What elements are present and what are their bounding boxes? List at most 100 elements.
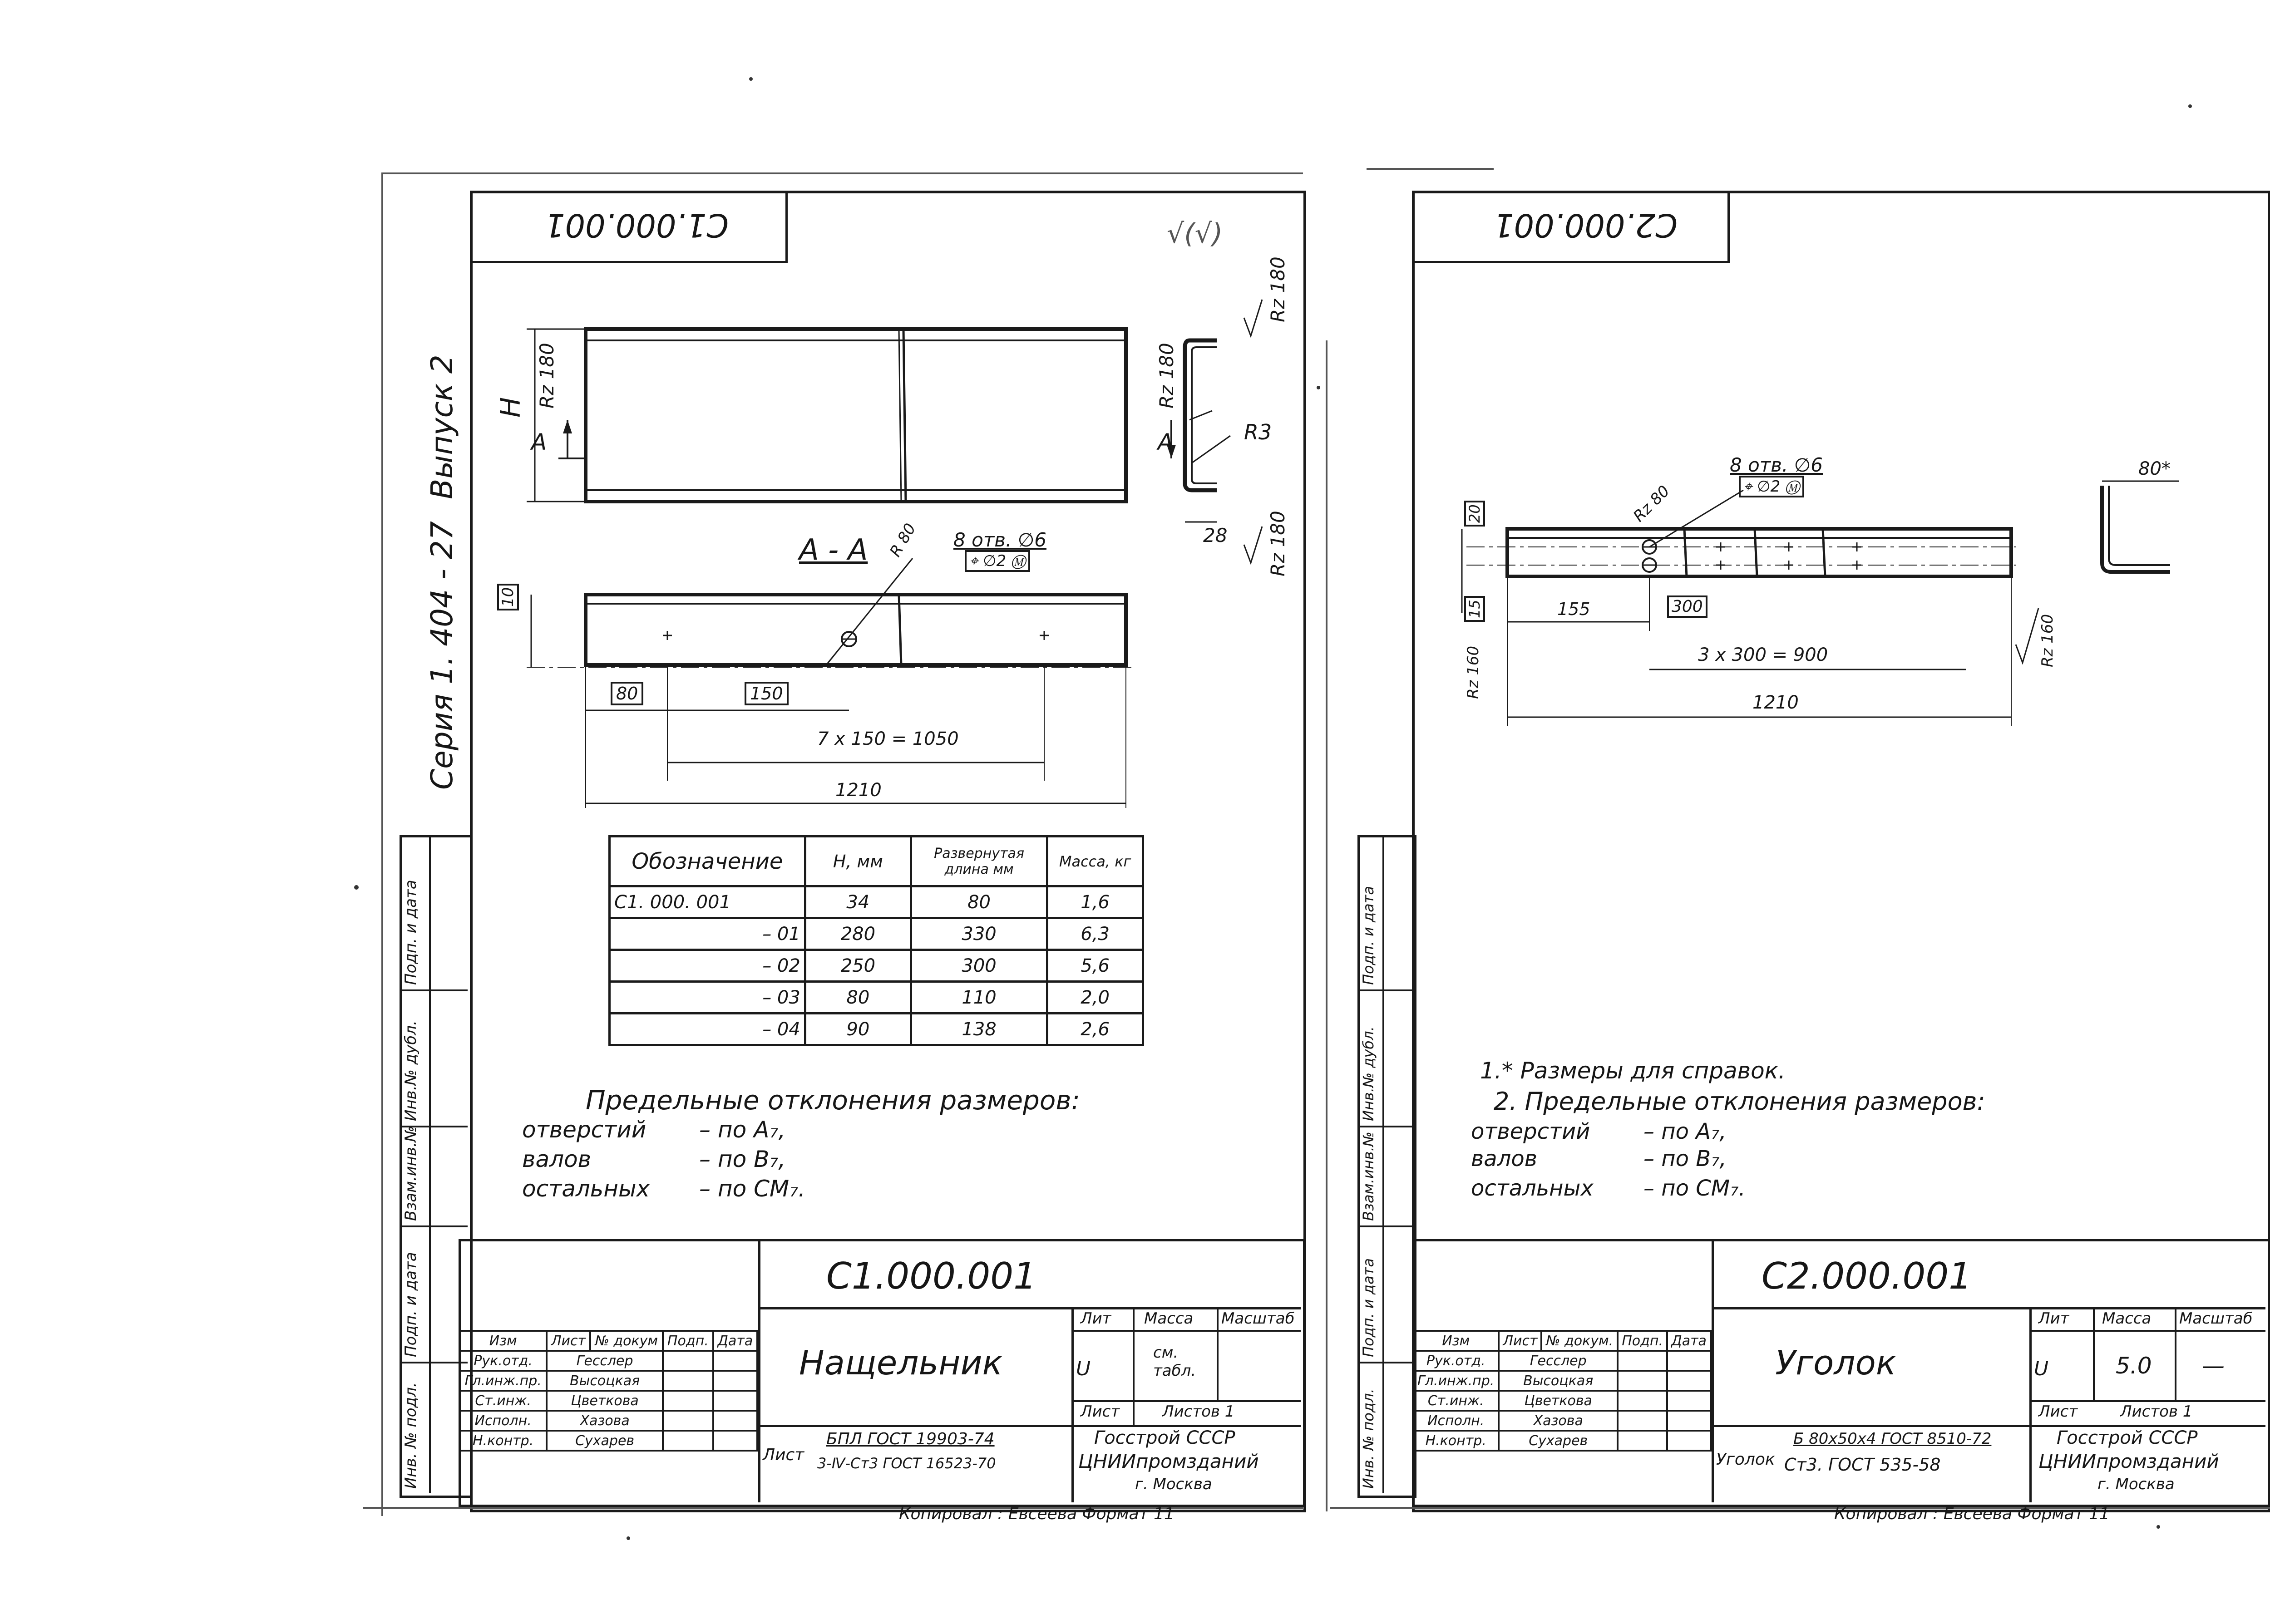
cell: – 03	[608, 980, 806, 1014]
tb2-lit-val: U	[2034, 1357, 2049, 1380]
cell: Дата	[1666, 1330, 1712, 1352]
table-row: Ст.инж.Цветкова	[458, 1390, 759, 1412]
strip-h	[400, 1362, 468, 1363]
tb-lit: Лит	[1081, 1309, 1111, 1328]
dim-rz-top: Rz 180	[536, 343, 558, 408]
tb-code: С1.000.001	[826, 1255, 1037, 1297]
cell: С1. 000. 001	[608, 885, 806, 919]
cell: Хазова	[546, 1410, 664, 1432]
note-key-2: валов	[522, 1146, 592, 1172]
dim-rz-top-right: Rz 180	[1267, 256, 1289, 322]
table-row: Гл.инж.пр.Высоцкая	[458, 1370, 759, 1392]
table-row: – 03 80 110 2,0	[608, 980, 1144, 1014]
tb-line	[1712, 1425, 2265, 1427]
dim-7x150: 7 x 150 = 1050	[817, 728, 959, 749]
tb2-code: С2.000.001	[1762, 1255, 1972, 1297]
tb-sheets: Листов 1	[1162, 1403, 1235, 1421]
tb2-mass-val: 5.0	[2116, 1353, 2152, 1379]
table-row: Рук.отд.Гесслер	[1411, 1350, 1712, 1372]
tb-material-1: БПЛ ГОСТ 19903-74	[826, 1430, 995, 1448]
tb2-material-1: Б 80х50х4 ГОСТ 8510-72	[1793, 1430, 1992, 1448]
strip-h	[1357, 989, 1412, 991]
sheet2-stamp-box	[1412, 191, 1730, 263]
cell: 110	[909, 980, 1049, 1014]
table-row: Исполн.Хазова	[458, 1410, 759, 1432]
strip-label: Взам.инв.№	[402, 1126, 420, 1221]
sheet1-section-view	[527, 558, 1135, 808]
note-key-3: остальных	[522, 1176, 650, 1202]
note2-val-1: – по A₇,	[1643, 1119, 1727, 1144]
cell: Гл.инж.пр.	[458, 1370, 548, 1392]
sizes-table: Обозначение H, мм Развернутая длина мм М…	[608, 835, 1144, 1046]
tolerance-frame-2: ⌖ ∅2 Ⓜ	[1739, 476, 1804, 497]
cell: Лист	[546, 1330, 591, 1352]
tb-line	[2029, 1307, 2032, 1425]
cell	[661, 1370, 714, 1392]
tb-line	[1071, 1400, 1301, 1402]
th-h: H, мм	[804, 835, 912, 887]
cell: Ст.инж.	[1411, 1390, 1500, 1412]
note2-val-3: – по CM₇.	[1643, 1176, 1746, 1201]
strip-label: Инв. № подл.	[1360, 1388, 1377, 1489]
note2-val-2: – по B₇,	[1643, 1146, 1727, 1171]
cell: Исполн.	[458, 1410, 548, 1432]
trim-line-bottom	[363, 1507, 1303, 1509]
tb2-material-label: Уголок	[1716, 1450, 1775, 1469]
tb2-org-3: г. Москва	[2097, 1475, 2175, 1493]
dim-80s: 80*	[2138, 458, 2171, 479]
cell: Гесслер	[1498, 1350, 1619, 1372]
dim-t10: 10	[497, 583, 519, 610]
roughness-mark: √(√)	[1167, 218, 1223, 250]
scan-speck	[749, 77, 753, 81]
scan-speck	[2188, 104, 2192, 108]
tb2-sheet: Лист	[2038, 1403, 2078, 1421]
tb-org-1: Госстрой СССР	[1094, 1427, 1235, 1448]
dim-t20: 20	[1464, 501, 1485, 527]
cell: – 02	[608, 949, 806, 983]
holes-label-2: 8 отв. ∅6	[1730, 454, 1823, 476]
cell: – 04	[608, 1012, 806, 1046]
strip-label: Подп. и дата	[1360, 886, 1377, 985]
tb2-lit: Лит	[2038, 1309, 2069, 1328]
cell	[1617, 1350, 1668, 1372]
table-row: Рук.отд.Гесслер	[458, 1350, 759, 1372]
cell	[661, 1410, 714, 1432]
cell: 5,6	[1046, 949, 1144, 983]
sheet2-left-strip	[1357, 835, 1416, 1498]
cell: Гесслер	[546, 1350, 664, 1372]
tb-line	[758, 1425, 1301, 1427]
table-row: Н.контр.Сухарев	[1411, 1430, 1712, 1452]
cell: 300	[909, 949, 1049, 983]
dim-150: 150	[745, 682, 789, 705]
strip-h	[1357, 1362, 1412, 1363]
cell: 80	[909, 885, 1049, 919]
note2-key-1: отверстий	[1471, 1119, 1590, 1144]
cell: Изм	[458, 1330, 548, 1352]
dim-rz-bottom-2: Rz 160	[1464, 645, 1482, 699]
dim-300: 300	[1667, 595, 1707, 618]
cell: – 01	[608, 917, 806, 951]
cell: 2,0	[1046, 980, 1144, 1014]
cell: Исполн.	[1411, 1410, 1500, 1432]
note-val-2: – по B₇,	[699, 1146, 786, 1172]
tb-scale: Масштаб	[1221, 1309, 1295, 1328]
sheet-2	[1412, 191, 2270, 1512]
cell: 6,3	[1046, 917, 1144, 951]
section-A-right: А	[1158, 429, 1174, 455]
trim-line-left	[381, 172, 383, 1516]
tb-lit-val: U	[1076, 1357, 1091, 1380]
section-label: А - А	[799, 533, 868, 567]
cell	[712, 1390, 759, 1412]
sheet1-stamp: С1.000.001	[545, 207, 729, 244]
note-val-3: – по CM₇.	[699, 1176, 806, 1202]
holes-label: 8 отв. ∅6	[953, 529, 1046, 551]
dim-t15: 15	[1464, 596, 1485, 622]
cell: 80	[804, 980, 912, 1014]
tb-mass-val: см. табл.	[1153, 1343, 1196, 1380]
trim-line-bottom-2	[1330, 1507, 2270, 1509]
strip-h	[400, 1126, 468, 1127]
trim-line-1	[381, 172, 1303, 174]
